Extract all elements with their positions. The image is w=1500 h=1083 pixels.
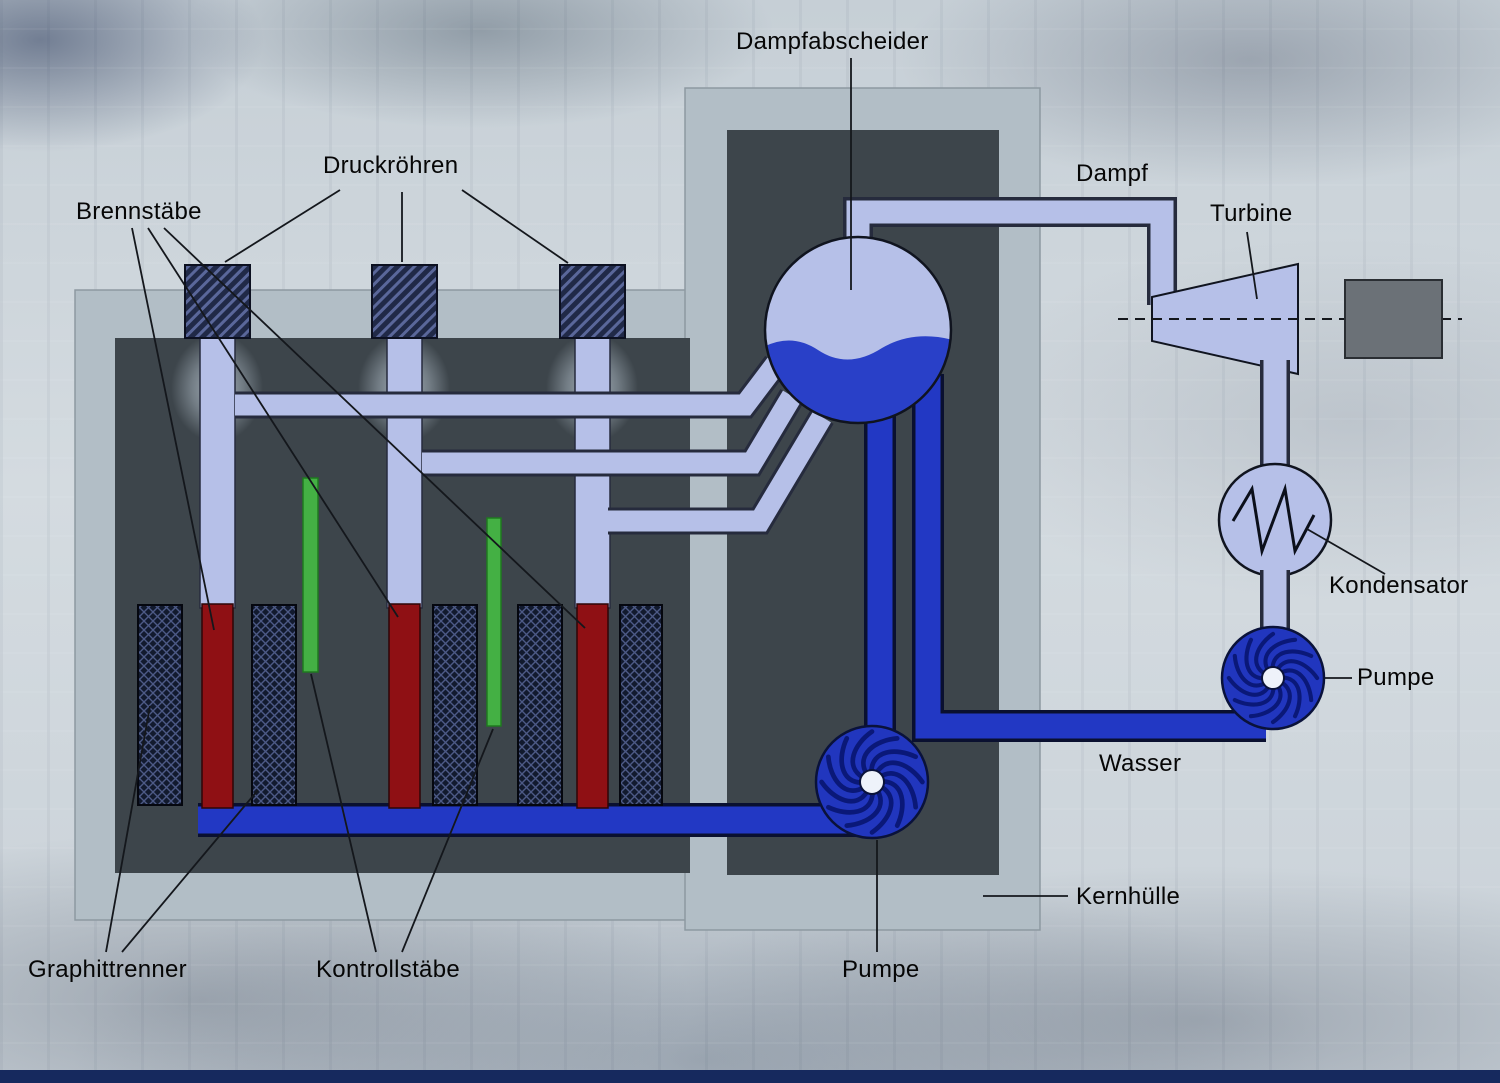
main-steam-pipe [843, 197, 1177, 305]
condenser [1217, 462, 1333, 578]
label-graphite-separators: Graphittrenner [28, 956, 187, 983]
label-water: Wasser [1099, 750, 1182, 777]
photo-bottom-strip [0, 1070, 1500, 1083]
label-pressure-tubes: Druckröhren [323, 152, 459, 179]
label-condenser: Kondensator [1329, 572, 1469, 599]
label-fuel-rods: Brennstäbe [76, 198, 202, 225]
fuel-rods [201, 603, 609, 809]
label-feedwater-pump: Pumpe [1357, 664, 1435, 691]
downcomer-and-feedwater-pipes [864, 374, 1266, 744]
label-steam: Dampf [1076, 160, 1149, 187]
label-steam-separator: Dampfabscheider [736, 28, 929, 55]
riser-steam-pipes [235, 355, 834, 535]
control-rods [302, 477, 502, 727]
feedwater-pump [1220, 625, 1326, 731]
generator-block [1344, 279, 1443, 359]
leader-lines [105, 58, 1386, 953]
main-circulation-pump [814, 724, 930, 840]
label-main-pump: Pumpe [842, 956, 920, 983]
heat-exchanger-zigzag-icon [1231, 483, 1316, 557]
graphite-blocks [137, 604, 663, 806]
label-turbine: Turbine [1210, 200, 1293, 227]
pressure-tube-caps [184, 264, 626, 339]
label-core-shell: Kernhülle [1076, 883, 1181, 910]
label-control-rods: Kontrollstäbe [316, 956, 460, 983]
